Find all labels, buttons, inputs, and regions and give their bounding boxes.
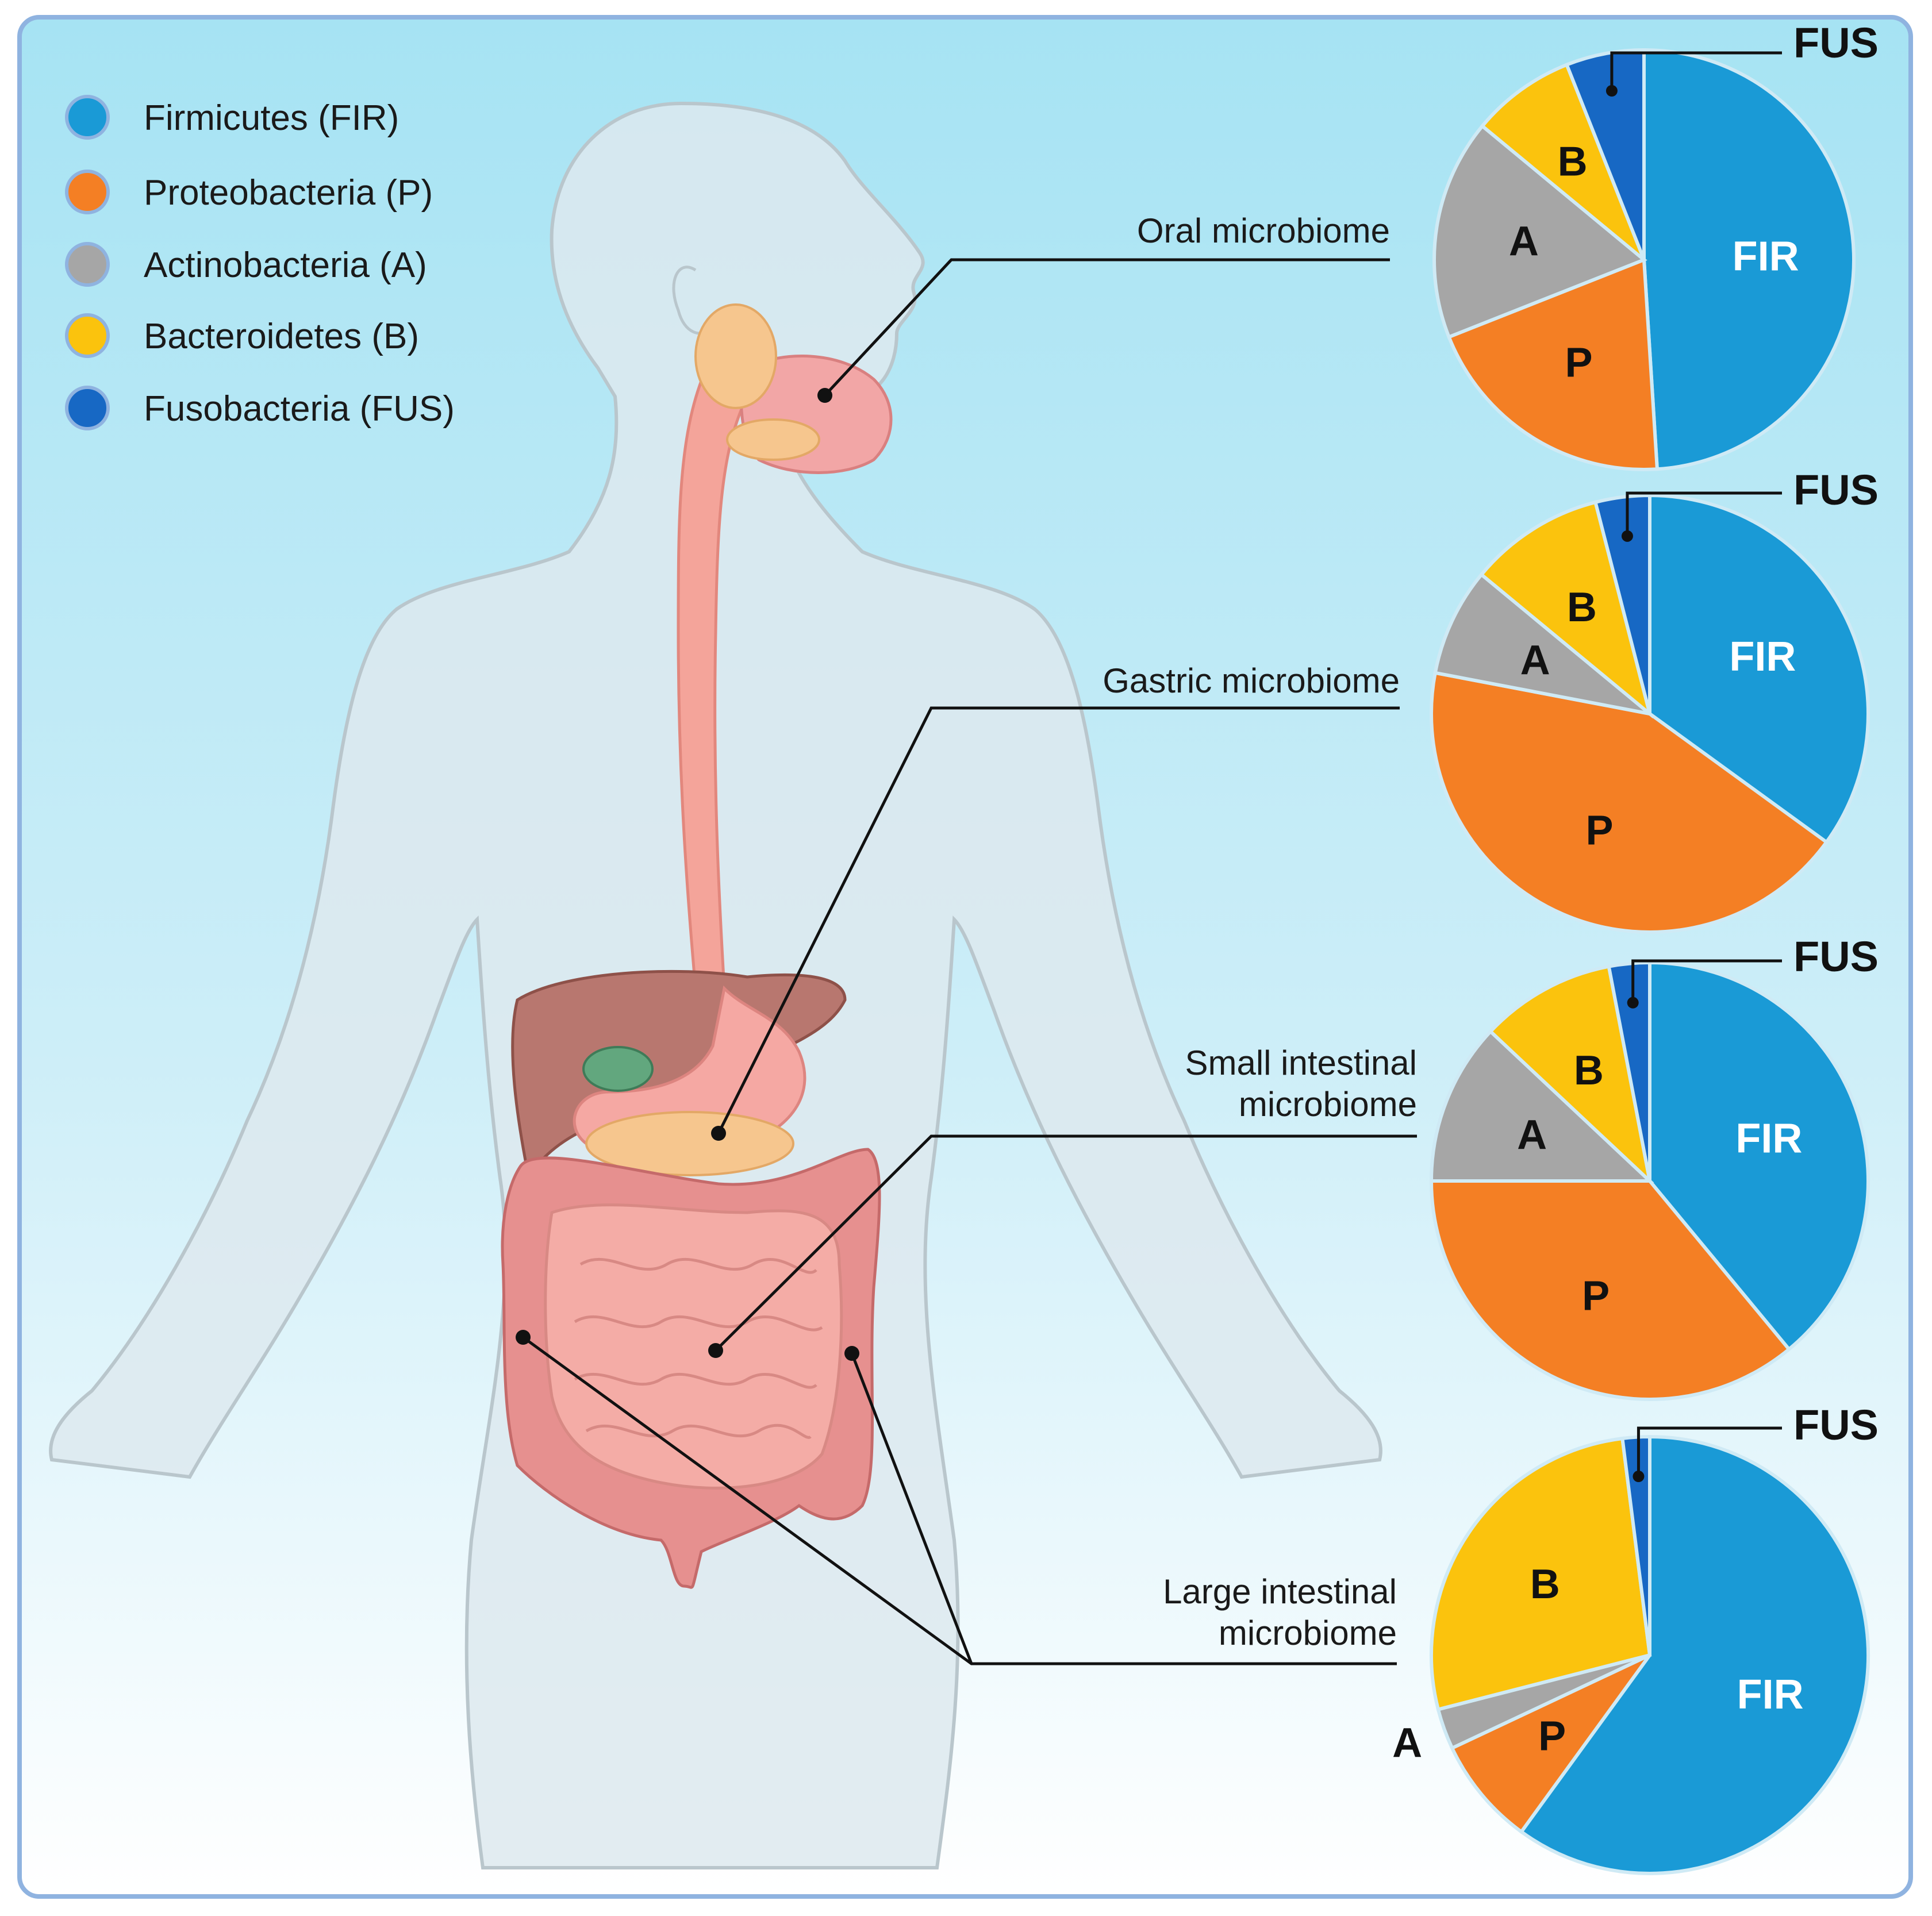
gastric-point [711, 1126, 726, 1141]
legend-label-proteobacteria: Proteobacteria (P) [144, 173, 433, 213]
pie-slice-fir [1648, 493, 1870, 845]
legend-swatch-firmicutes [65, 95, 110, 140]
pie-slice-b [1488, 964, 1653, 1186]
site-label-small-intestinal-line1: Small intestinal [1185, 1044, 1417, 1082]
leader-lines [522, 258, 1417, 1665]
oral-leader-line [824, 258, 1390, 397]
legend-swatch-actinobacteria [65, 242, 110, 287]
pie-label-fus: FUS [1793, 19, 1879, 67]
pie-slice-p [1446, 257, 1660, 471]
pie-slice-fir [1648, 960, 1870, 1352]
pie-slice-b [1480, 62, 1646, 261]
gastric-leader-line [717, 706, 1400, 1134]
pie-label-fir: FIR [1735, 1115, 1802, 1161]
pie-label-fus: FUS [1793, 466, 1879, 514]
site-label-large-intestinal-line1: Large intestinal [1163, 1572, 1397, 1611]
pie-gastric: FIR P AB FUS [1430, 466, 1879, 934]
gallbladder [582, 1046, 654, 1092]
pie-label-a: A [1392, 1720, 1422, 1766]
site-label-large-intestinal-line2: microbiome [1219, 1614, 1397, 1652]
legend-label-fusobacteria: Fusobacteria (FUS) [144, 389, 455, 429]
pie-slice-fir [1642, 48, 1856, 471]
pie-label-fir: FIR [1733, 233, 1799, 279]
pie-slice-fus [1620, 1434, 1651, 1656]
small-intestine-point [708, 1343, 723, 1358]
digestive-organs [501, 303, 893, 1589]
legend: Firmicutes (FIR) Proteobacteria (P) Acti… [65, 95, 455, 430]
legend-label-actinobacteria: Actinobacteria (A) [144, 245, 427, 285]
fus-leader-line [1610, 51, 1782, 91]
pie-slice-p [1430, 671, 1829, 934]
pie-label-p: P [1538, 1713, 1566, 1759]
pie-label-a: A [1509, 218, 1539, 264]
site-labels: Oral microbiome Gastric microbiome Small… [1103, 211, 1417, 1652]
pie-slice-a [1433, 572, 1651, 715]
pie-label-a: A [1517, 1112, 1547, 1158]
pie-label-p: P [1585, 807, 1613, 853]
pie-small-intestinal: FIR P AB FUS [1429, 933, 1879, 1401]
oral-point [817, 388, 832, 403]
site-label-small-intestinal-line2: microbiome [1239, 1085, 1417, 1124]
small-intestinal-leader-line [715, 1134, 1417, 1352]
pie-label-fir: FIR [1737, 1672, 1804, 1718]
legend-swatch-proteobacteria [65, 170, 110, 214]
legend-label-bacteroidetes: Bacteroidetes (B) [144, 317, 419, 356]
pie-label-b: B [1567, 584, 1597, 630]
pie-label-a: A [1520, 637, 1550, 683]
site-label-gastric: Gastric microbiome [1103, 661, 1400, 700]
pie-slice-p [1429, 1179, 1792, 1401]
salivary-gland [694, 303, 777, 409]
pie-oral: FIR P AB FUS [1432, 19, 1879, 471]
pie-slice-a [1432, 124, 1647, 340]
pie-slice-fus [1593, 493, 1651, 714]
large-intestinal-leader-line-2 [850, 1353, 973, 1664]
legend-label-firmicutes: Firmicutes (FIR) [144, 98, 399, 138]
pie-large-intestinal: FIR P A B FUS [1392, 1401, 1879, 1875]
salivary-gland-lower [726, 418, 820, 461]
small-intestine [544, 1203, 843, 1490]
legend-swatch-bacteroidetes [65, 313, 110, 358]
fus-leader-line [1637, 1426, 1782, 1477]
pie-label-b: B [1558, 139, 1588, 185]
pie-label-b: B [1530, 1561, 1560, 1607]
pie-label-p: P [1565, 340, 1593, 386]
pie-label-b: B [1574, 1048, 1604, 1094]
large-intestine-point-left [516, 1330, 531, 1345]
legend-swatch-fusobacteria [65, 386, 110, 430]
leader-endpoints [516, 388, 859, 1361]
pie-slice-fus [1607, 960, 1651, 1182]
pie-label-p: P [1582, 1273, 1610, 1319]
fus-leader-line [1631, 959, 1782, 1003]
pie-label-fir: FIR [1729, 634, 1796, 680]
large-intestine-point-right [844, 1346, 859, 1361]
pie-slice-b [1430, 1436, 1652, 1712]
fus-leader-line [1626, 491, 1782, 536]
pie-label-fus: FUS [1793, 933, 1879, 980]
site-label-oral: Oral microbiome [1137, 211, 1390, 250]
pie-label-fus: FUS [1793, 1401, 1879, 1449]
pie-slice-fus [1564, 48, 1646, 261]
pie-slice-p [1450, 1653, 1651, 1834]
pie-slice-a [1429, 1029, 1654, 1183]
pie-slice-fir [1519, 1434, 1870, 1875]
pancreas [585, 1111, 794, 1176]
